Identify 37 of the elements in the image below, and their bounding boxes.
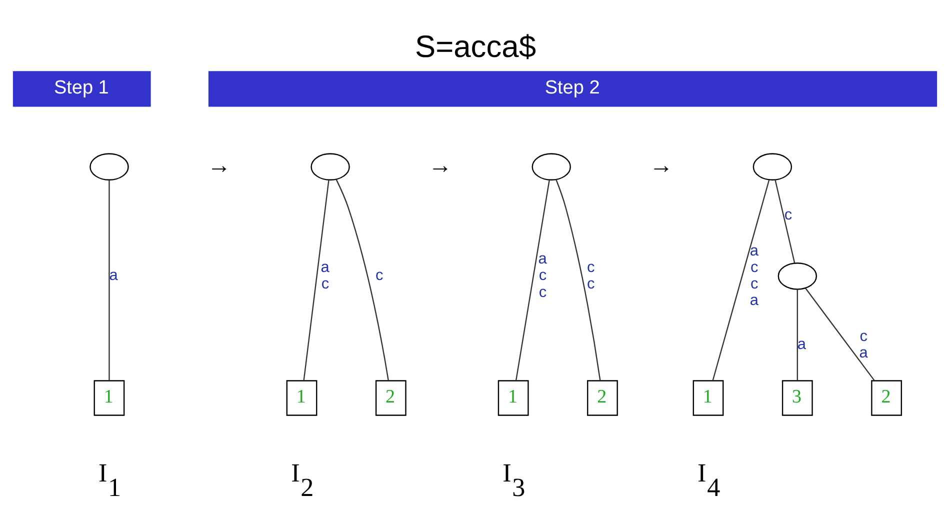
edge-label: a c c: [538, 250, 547, 301]
label: →: [207, 152, 232, 179]
connector: [108, 180, 110, 381]
edge-label: c c: [587, 258, 595, 293]
node-circle: [532, 153, 571, 180]
node-circle: [778, 262, 818, 290]
connector: [336, 179, 389, 380]
diagram-title: S=acca$: [414, 29, 536, 64]
connector: [303, 180, 330, 381]
edge-label: a c c a: [750, 242, 758, 310]
connector: [805, 288, 875, 381]
node-box: Step 1: [12, 71, 151, 107]
edge-label: a: [109, 267, 118, 284]
label: →: [428, 152, 452, 179]
node-box: Step 2: [208, 71, 938, 107]
node-box: 2: [375, 380, 406, 416]
connector: [796, 289, 798, 380]
node-box: 3: [782, 380, 813, 416]
node-box: 2: [871, 380, 902, 416]
node-circle: [752, 153, 792, 180]
node-circle: [90, 153, 129, 180]
edge-label: a c: [320, 258, 330, 293]
connector: [556, 179, 601, 380]
node-box: 1: [286, 380, 318, 416]
node-box: 2: [587, 380, 618, 416]
edge-label: a: [797, 336, 806, 354]
label: →: [649, 152, 674, 179]
edge-label: c a: [859, 328, 868, 362]
edge-label: c: [375, 267, 384, 284]
node-box: 1: [498, 380, 529, 416]
connector: [712, 180, 770, 381]
connector: [515, 180, 550, 381]
connector: [774, 180, 796, 264]
edge-label: c: [784, 206, 792, 224]
node-circle: [310, 153, 350, 180]
node-box: 1: [692, 380, 724, 416]
node-box: 1: [94, 380, 125, 416]
